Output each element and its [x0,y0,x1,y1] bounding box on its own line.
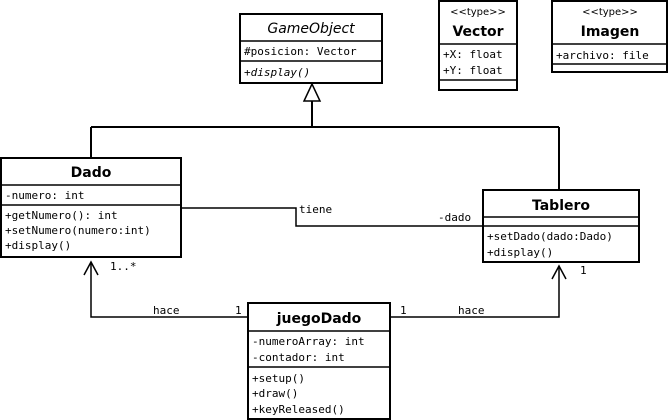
multiplicity-juegodado-left: 1 [235,304,242,317]
open-arrowhead [551,264,567,280]
association-dado-tablero: tiene -dado [181,203,483,227]
method: +display() [487,246,553,259]
method: +display() [5,239,71,252]
method: +getNumero(): int [5,209,118,222]
class-imagen[interactable]: <<type>> Imagen +archivo: file [551,0,668,73]
class-gameobject[interactable]: GameObject #posicion: Vector +display() [239,13,383,84]
inheritance-arrowhead [302,82,322,102]
class-vector[interactable]: <<type>> Vector +X: float +Y: float [438,0,518,91]
attribute: #posicion: Vector [244,45,357,58]
class-name: Tablero [532,198,590,214]
method: +setup() [252,372,305,385]
multiplicity-tablero: 1 [580,264,587,277]
association-role-dado: -dado [438,211,471,224]
association-label-tiene: tiene [299,203,332,216]
class-tablero[interactable]: Tablero +setDado(dado:Dado) +display() [482,189,640,263]
class-dado[interactable]: Dado -numero: int +getNumero(): int +set… [0,157,182,258]
multiplicity-juegodado-right: 1 [400,304,407,317]
class-name: GameObject [267,21,355,37]
association-label-hace-left: hace [153,304,180,317]
attribute: -numeroArray: int [252,335,365,348]
method: +setDado(dado:Dado) [487,230,613,243]
generalization-connector [90,82,560,190]
multiplicity-dado: 1..* [110,260,137,273]
stereotype: <<type>> [450,7,506,18]
class-name: Imagen [581,24,640,40]
class-name: Vector [452,24,503,40]
attribute: -numero: int [5,189,84,202]
open-arrowhead [83,260,99,276]
method: +keyReleased() [252,403,345,416]
class-juegodado[interactable]: juegoDado -numeroArray: int -contador: i… [247,302,391,420]
association-juegodado-tablero: hace 1 1 [390,264,587,318]
attribute: +X: float [443,48,503,61]
attribute: +archivo: file [556,49,649,62]
association-juegodado-dado: hace 1 1..* [83,260,248,318]
method: +display() [244,66,310,79]
stereotype: <<type>> [582,7,638,18]
class-name: juegoDado [276,311,362,327]
class-name: Dado [71,165,112,181]
method: +setNumero(numero:int) [5,224,151,237]
method: +draw() [252,387,298,400]
association-label-hace-right: hace [458,304,485,317]
attribute: -contador: int [252,351,345,364]
attribute: +Y: float [443,64,503,77]
